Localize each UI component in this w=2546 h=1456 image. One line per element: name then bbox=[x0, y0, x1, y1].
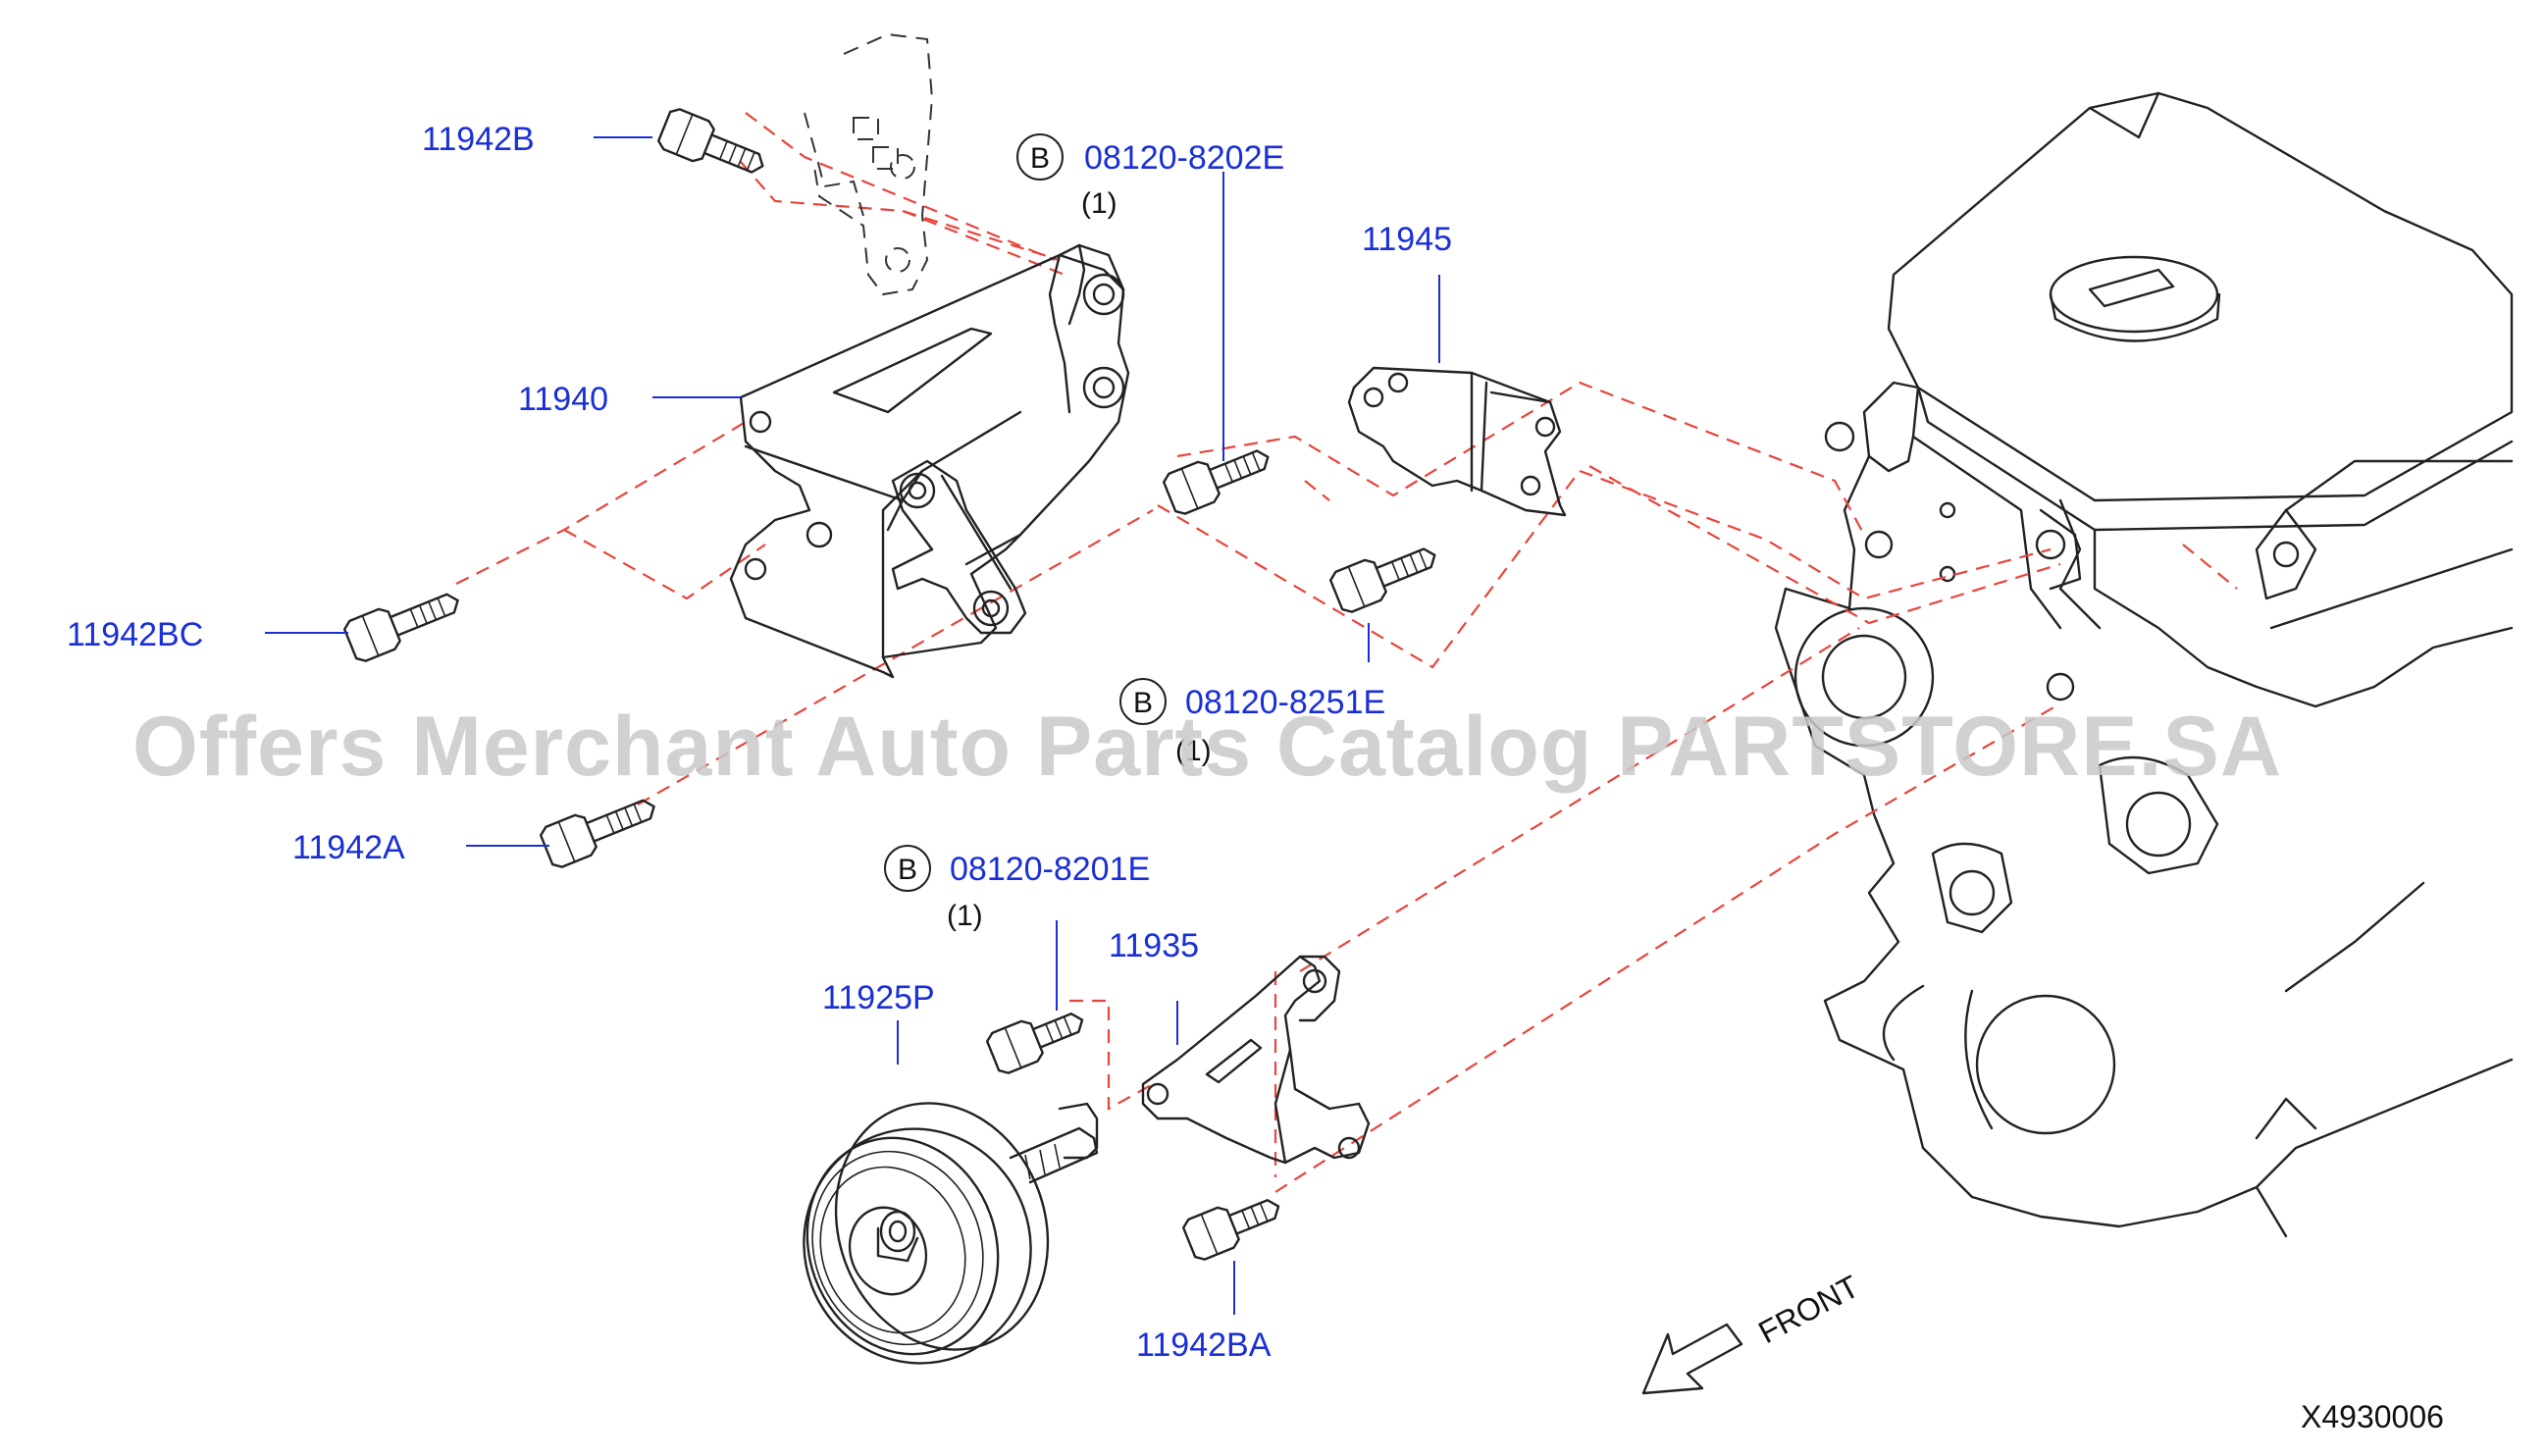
engine-block bbox=[1774, 91, 2514, 1238]
quantity-note: (1) bbox=[1175, 735, 1212, 767]
part-label[interactable]: 11935 bbox=[1109, 927, 1199, 964]
assembly-guide-lines bbox=[455, 112, 2238, 1193]
part-label[interactable]: 11942B bbox=[422, 121, 535, 158]
svg-text:B: B bbox=[1133, 687, 1153, 719]
part-label[interactable]: 11940 bbox=[518, 381, 608, 418]
part-11945-plate bbox=[1347, 366, 1567, 517]
front-arrow-icon bbox=[1641, 1323, 1743, 1395]
bolt-11942BC bbox=[342, 593, 459, 662]
part-11940-bracket bbox=[729, 243, 1130, 679]
b-marker-1: B bbox=[1016, 133, 1064, 181]
alternate-bracket-outline bbox=[804, 32, 934, 296]
part-labels: 11942B 11940 11942BC 11942A 08120-8202E … bbox=[67, 121, 1452, 1364]
part-label[interactable]: 08120-8201E bbox=[950, 851, 1150, 888]
part-11935-bracket bbox=[1141, 955, 1371, 1165]
part-label[interactable]: 11925P bbox=[822, 979, 935, 1016]
bolt-11942B bbox=[656, 108, 764, 174]
bolt-11942BA bbox=[1181, 1199, 1280, 1261]
quantity-note: (1) bbox=[947, 900, 983, 932]
svg-text:B: B bbox=[1030, 142, 1050, 175]
part-label[interactable]: 11942A bbox=[292, 829, 405, 866]
bolt-08120-8201E bbox=[985, 1013, 1084, 1074]
watermark: Offers Merchant Auto Parts Catalog PARTS… bbox=[132, 700, 2282, 794]
leader-lines bbox=[265, 136, 1440, 1315]
bolt-11942A bbox=[539, 799, 655, 868]
part-label[interactable]: 11942BC bbox=[67, 616, 203, 653]
b-marker-3: B bbox=[884, 845, 931, 892]
front-direction-indicator: FRONT bbox=[1641, 1269, 1865, 1395]
front-label: FRONT bbox=[1752, 1269, 1864, 1351]
part-11925P-pulley bbox=[803, 1102, 1099, 1365]
part-label[interactable]: 08120-8202E bbox=[1084, 139, 1284, 177]
diagram-reference-code: X4930006 bbox=[2301, 1399, 2444, 1434]
svg-text:B: B bbox=[898, 854, 917, 886]
part-label[interactable]: 08120-8251E bbox=[1185, 684, 1385, 721]
bolt-08120-8251E bbox=[1328, 547, 1436, 613]
bolt-08120-8202E bbox=[1162, 449, 1270, 515]
part-label[interactable]: 11945 bbox=[1362, 221, 1452, 258]
part-label[interactable]: 11942BA bbox=[1136, 1326, 1272, 1364]
quantity-note: (1) bbox=[1081, 187, 1117, 220]
b-marker-2: B bbox=[1119, 678, 1167, 725]
